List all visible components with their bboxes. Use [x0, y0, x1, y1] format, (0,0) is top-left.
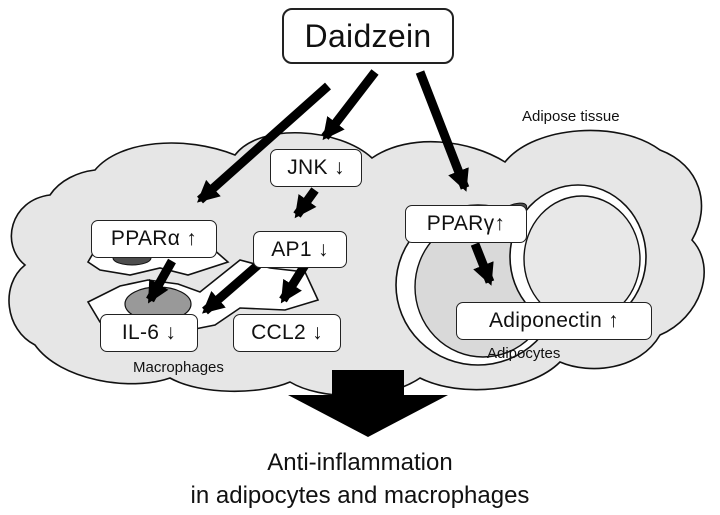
- macrophages-label: Macrophages: [133, 359, 224, 376]
- arrow-outcome: [288, 370, 448, 437]
- conclusion-line-1: Anti-inflammation: [267, 449, 453, 476]
- ccl2-box: CCL2 ↓: [233, 314, 341, 352]
- daidzein-box: Daidzein: [282, 8, 454, 64]
- jnk-box: JNK ↓: [270, 149, 362, 187]
- arrow-daidzein-to-jnk: [321, 69, 379, 141]
- adipocytes-label: Adipocytes: [487, 345, 561, 362]
- adiponectin-box: Adiponectin ↑: [456, 302, 652, 340]
- arrow-ap1-to-ccl2: [279, 262, 309, 304]
- arrow-ap1-to-il6: [201, 261, 261, 315]
- arrow-ppar-gamma-to-adiponectin: [470, 242, 495, 286]
- arrow-ppar-alpha-to-il6: [146, 258, 176, 304]
- ppar-alpha-box: PPARα ↑: [91, 220, 217, 258]
- arrow-jnk-to-ap1: [293, 187, 319, 219]
- ap1-box: AP1 ↓: [253, 231, 347, 268]
- arrow-daidzein-to-ppar-gamma: [415, 70, 470, 192]
- pathway-arrows: [146, 69, 495, 437]
- conclusion-line-2: in adipocytes and macrophages: [190, 482, 530, 509]
- adipose-tissue-label: Adipose tissue: [522, 108, 620, 125]
- ppar-gamma-box: PPARγ↑: [405, 205, 527, 243]
- il6-box: IL-6 ↓: [100, 314, 198, 352]
- arrow-daidzein-to-ppar-alpha: [197, 82, 331, 204]
